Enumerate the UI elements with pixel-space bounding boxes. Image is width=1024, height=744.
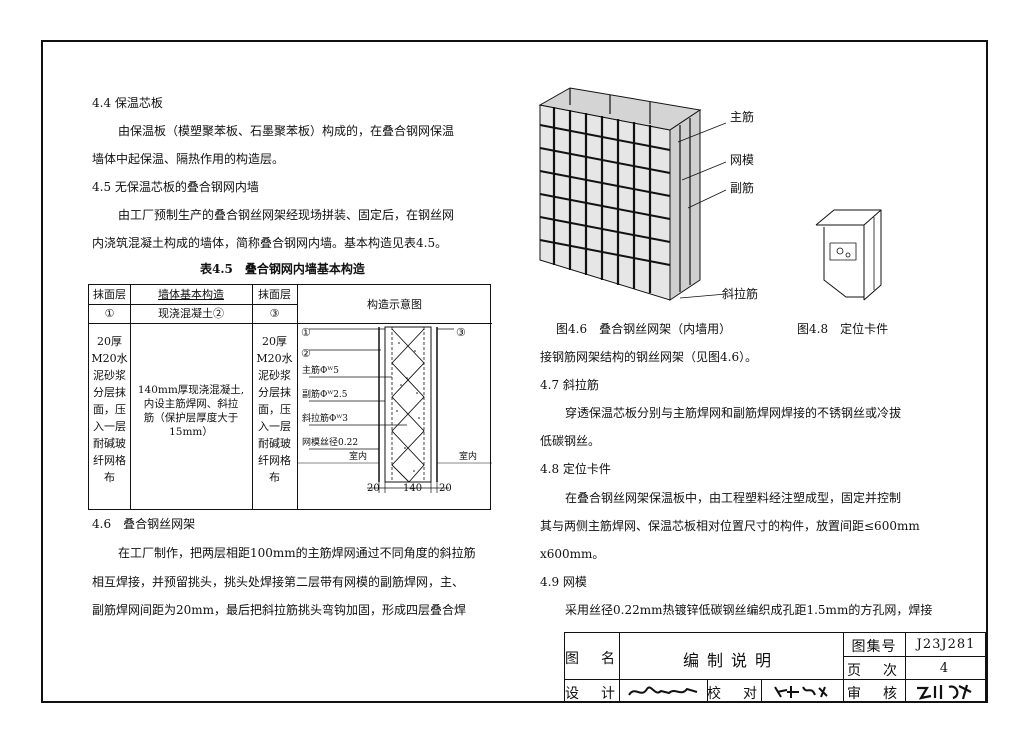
- cell-line: 20厚: [97, 335, 122, 348]
- section-4-4-title: 4.4 保温芯板: [92, 96, 163, 110]
- cell-line: 15mm）: [169, 426, 213, 438]
- section-4-6-para-line3: 副筋焊网间距为20mm，最后把斜拉筋挑头弯钩加固，形成四层叠合焊: [92, 603, 467, 617]
- fig46-label-sub-bar: 副筋: [730, 181, 755, 195]
- table-cell-plaster-3: 20厚 M20水泥砂浆分层抹面，压入一层耐碱玻纤网格布: [252, 333, 297, 486]
- title-block-atlas-label: 图集号: [851, 639, 897, 655]
- fig46-caption: 图4.6 叠合钢丝网架（内墙用）: [556, 322, 732, 336]
- cell-line: 泥砂浆: [93, 369, 126, 382]
- diagram-marker-1: ①: [301, 326, 311, 339]
- title-block-review-label: 审 核: [847, 686, 901, 702]
- table-header-cast-concrete: 现浇混凝土②: [158, 307, 224, 320]
- title-block-check-label: 校 对: [707, 686, 761, 702]
- diagram-label-room-left: 室内: [349, 452, 368, 462]
- section-4-8-para-line2: 其与两侧主筋焊网、保温芯板相对位置尺寸的构件，放置间距≤600mm: [540, 519, 920, 533]
- cell-line: 20厚: [262, 335, 287, 348]
- cell-line: 入一层: [93, 420, 126, 433]
- cell-line: 分层抹: [93, 386, 126, 399]
- title-block-page-label: 页 次: [847, 663, 901, 679]
- cell-line: 筋（保护层厚度大于: [143, 412, 239, 424]
- diagram-label-mesh: 网模丝径0.22: [302, 438, 359, 448]
- table-header-plaster-3-num: ③: [269, 307, 280, 320]
- reviewer-signature: [917, 684, 972, 700]
- cell-line: 140mm厚现浇混凝土,: [137, 384, 245, 396]
- cell-line: M20水: [91, 352, 128, 365]
- cell-line: 耐碱玻: [93, 437, 126, 450]
- fig46-continuation-text: 接钢筋网架结构的钢丝网架（见图4.6）。: [540, 350, 758, 364]
- construction-table: 抹面层 ① 墙体基本构造 现浇混凝土② 抹面层 ③ 构造示意图 20厚 M20水泥…: [88, 284, 492, 510]
- cell-line: 耐碱玻: [258, 437, 291, 450]
- title-block-page-value: 4: [939, 661, 953, 676]
- diagram-dim-20-right: 20: [439, 483, 452, 494]
- cell-line: 内设主筋焊网、斜拉: [143, 398, 239, 410]
- cell-line: 布: [104, 471, 115, 484]
- diagram-label-diagonal-bar: 斜拉筋Φᵂ3: [302, 414, 348, 424]
- checker-signature: [774, 686, 828, 698]
- cell-line: M20水: [256, 352, 293, 365]
- section-4-8-para-line1: 在叠合钢丝网架保温板中，由工程塑料经注塑成型，固定并控制: [565, 491, 902, 505]
- cell-line: 泥砂浆: [258, 369, 291, 382]
- title-block-name-value: 编制说明: [682, 651, 779, 670]
- title-block: 图 名 编制说明 图集号 J23J281 页 次 4 设 计 校 对 审 核: [564, 632, 987, 703]
- section-4-8-para-line3: x600mm。: [540, 547, 605, 561]
- table-cell-plaster-1: 20厚 M20水泥砂浆分层抹面，压入一层耐碱玻纤网格布: [89, 333, 130, 486]
- section-4-4-para-line1: 由保温板（模塑聚苯板、石墨聚苯板）构成的，在叠合钢网保温: [118, 124, 455, 138]
- section-4-7-title: 4.7 斜拉筋: [540, 378, 599, 392]
- table-cell-wall-structure: 140mm厚现浇混凝土, 内设主筋焊网、斜拉筋（保护层厚度大于 15mm）: [130, 383, 252, 439]
- drawing-frame: [41, 40, 988, 703]
- diagram-dim-140: 140: [403, 483, 423, 494]
- cell-line: 面，压: [93, 403, 126, 416]
- section-4-4-para-line2: 墙体中起保温、隔热作用的构造层。: [92, 152, 285, 166]
- cell-line: 面，压: [258, 403, 291, 416]
- section-4-5-para-line1: 由工厂预制生产的叠合钢丝网架经现场拼装、固定后，在钢丝网: [118, 208, 455, 222]
- section-4-9-title: 4.9 网模: [540, 575, 587, 589]
- cell-line: 入一层: [258, 420, 291, 433]
- fig48-caption: 图4.8 定位卡件: [797, 322, 889, 336]
- cell-line: 纤网格: [258, 454, 291, 467]
- title-block-atlas-value: J23J281: [916, 637, 976, 652]
- section-4-9-para-line1: 采用丝径0.22mm热镀锌低碳钢丝编织成孔距1.5mm的方孔网，焊接: [565, 603, 933, 617]
- table-header-plaster-3: 抹面层: [258, 288, 291, 301]
- diagram-marker-3: ③: [456, 326, 466, 339]
- table-caption: 表4.5 叠合钢网内墙基本构造: [200, 262, 365, 276]
- fig46-label-main-bar: 主筋: [730, 110, 755, 124]
- section-4-5-para-line2: 内浇筑混凝土构成的墙体，简称叠合钢网内墙。基本构造见表4.5。: [92, 236, 448, 250]
- fig46-label-mesh-mold: 网模: [730, 153, 755, 167]
- diagram-label-room-right: 室内: [459, 452, 478, 462]
- cell-line: 分层抹: [258, 386, 291, 399]
- fig46-label-diagonal-bar: 斜拉筋: [722, 287, 759, 301]
- designer-signature: [628, 686, 698, 696]
- table-header-plaster-1-num: ①: [104, 307, 115, 320]
- table-header-wall-structure: 墙体基本构造: [158, 288, 224, 301]
- positioning-clip-figure: [815, 209, 882, 301]
- table-header-plaster-1: 抹面层: [93, 288, 126, 301]
- section-4-8-title: 4.8 定位卡件: [540, 462, 611, 476]
- cell-line: 布: [269, 471, 280, 484]
- diagram-label-main-bar: 主筋Φᵂ5: [302, 366, 339, 376]
- title-block-name-label: 图 名: [565, 651, 619, 667]
- section-4-6-para-line1: 在工厂制作，把两层相距100mm的主筋焊网通过不同角度的斜拉筋: [118, 546, 476, 560]
- section-4-7-para-line2: 低碳钢丝。: [540, 434, 601, 448]
- cell-line: 纤网格: [93, 454, 126, 467]
- diagram-label-sub-bar: 副筋Φᵂ2.5: [302, 390, 348, 400]
- section-4-5-title: 4.5 无保温芯板的叠合钢网内墙: [92, 180, 259, 194]
- steel-wire-mesh-frame-figure: [538, 87, 727, 301]
- section-4-6-para-line2: 相互焊接，并预留挑头，挑头处焊接第二层带有网模的副筋焊网，主、: [92, 575, 465, 589]
- section-4-7-para-line1: 穿透保温芯板分别与主筋焊网和副筋焊网焊接的不锈钢丝或冷拔: [565, 406, 902, 420]
- title-block-design-label: 设 计: [565, 686, 619, 702]
- wall-section-diagram: [297, 326, 492, 493]
- diagram-dim-20-left: 20: [367, 483, 380, 494]
- diagram-marker-2: ②: [301, 347, 311, 360]
- table-header-diagram: 构造示意图: [367, 298, 422, 311]
- section-4-6-title: 4.6 叠合钢丝网架: [92, 517, 196, 531]
